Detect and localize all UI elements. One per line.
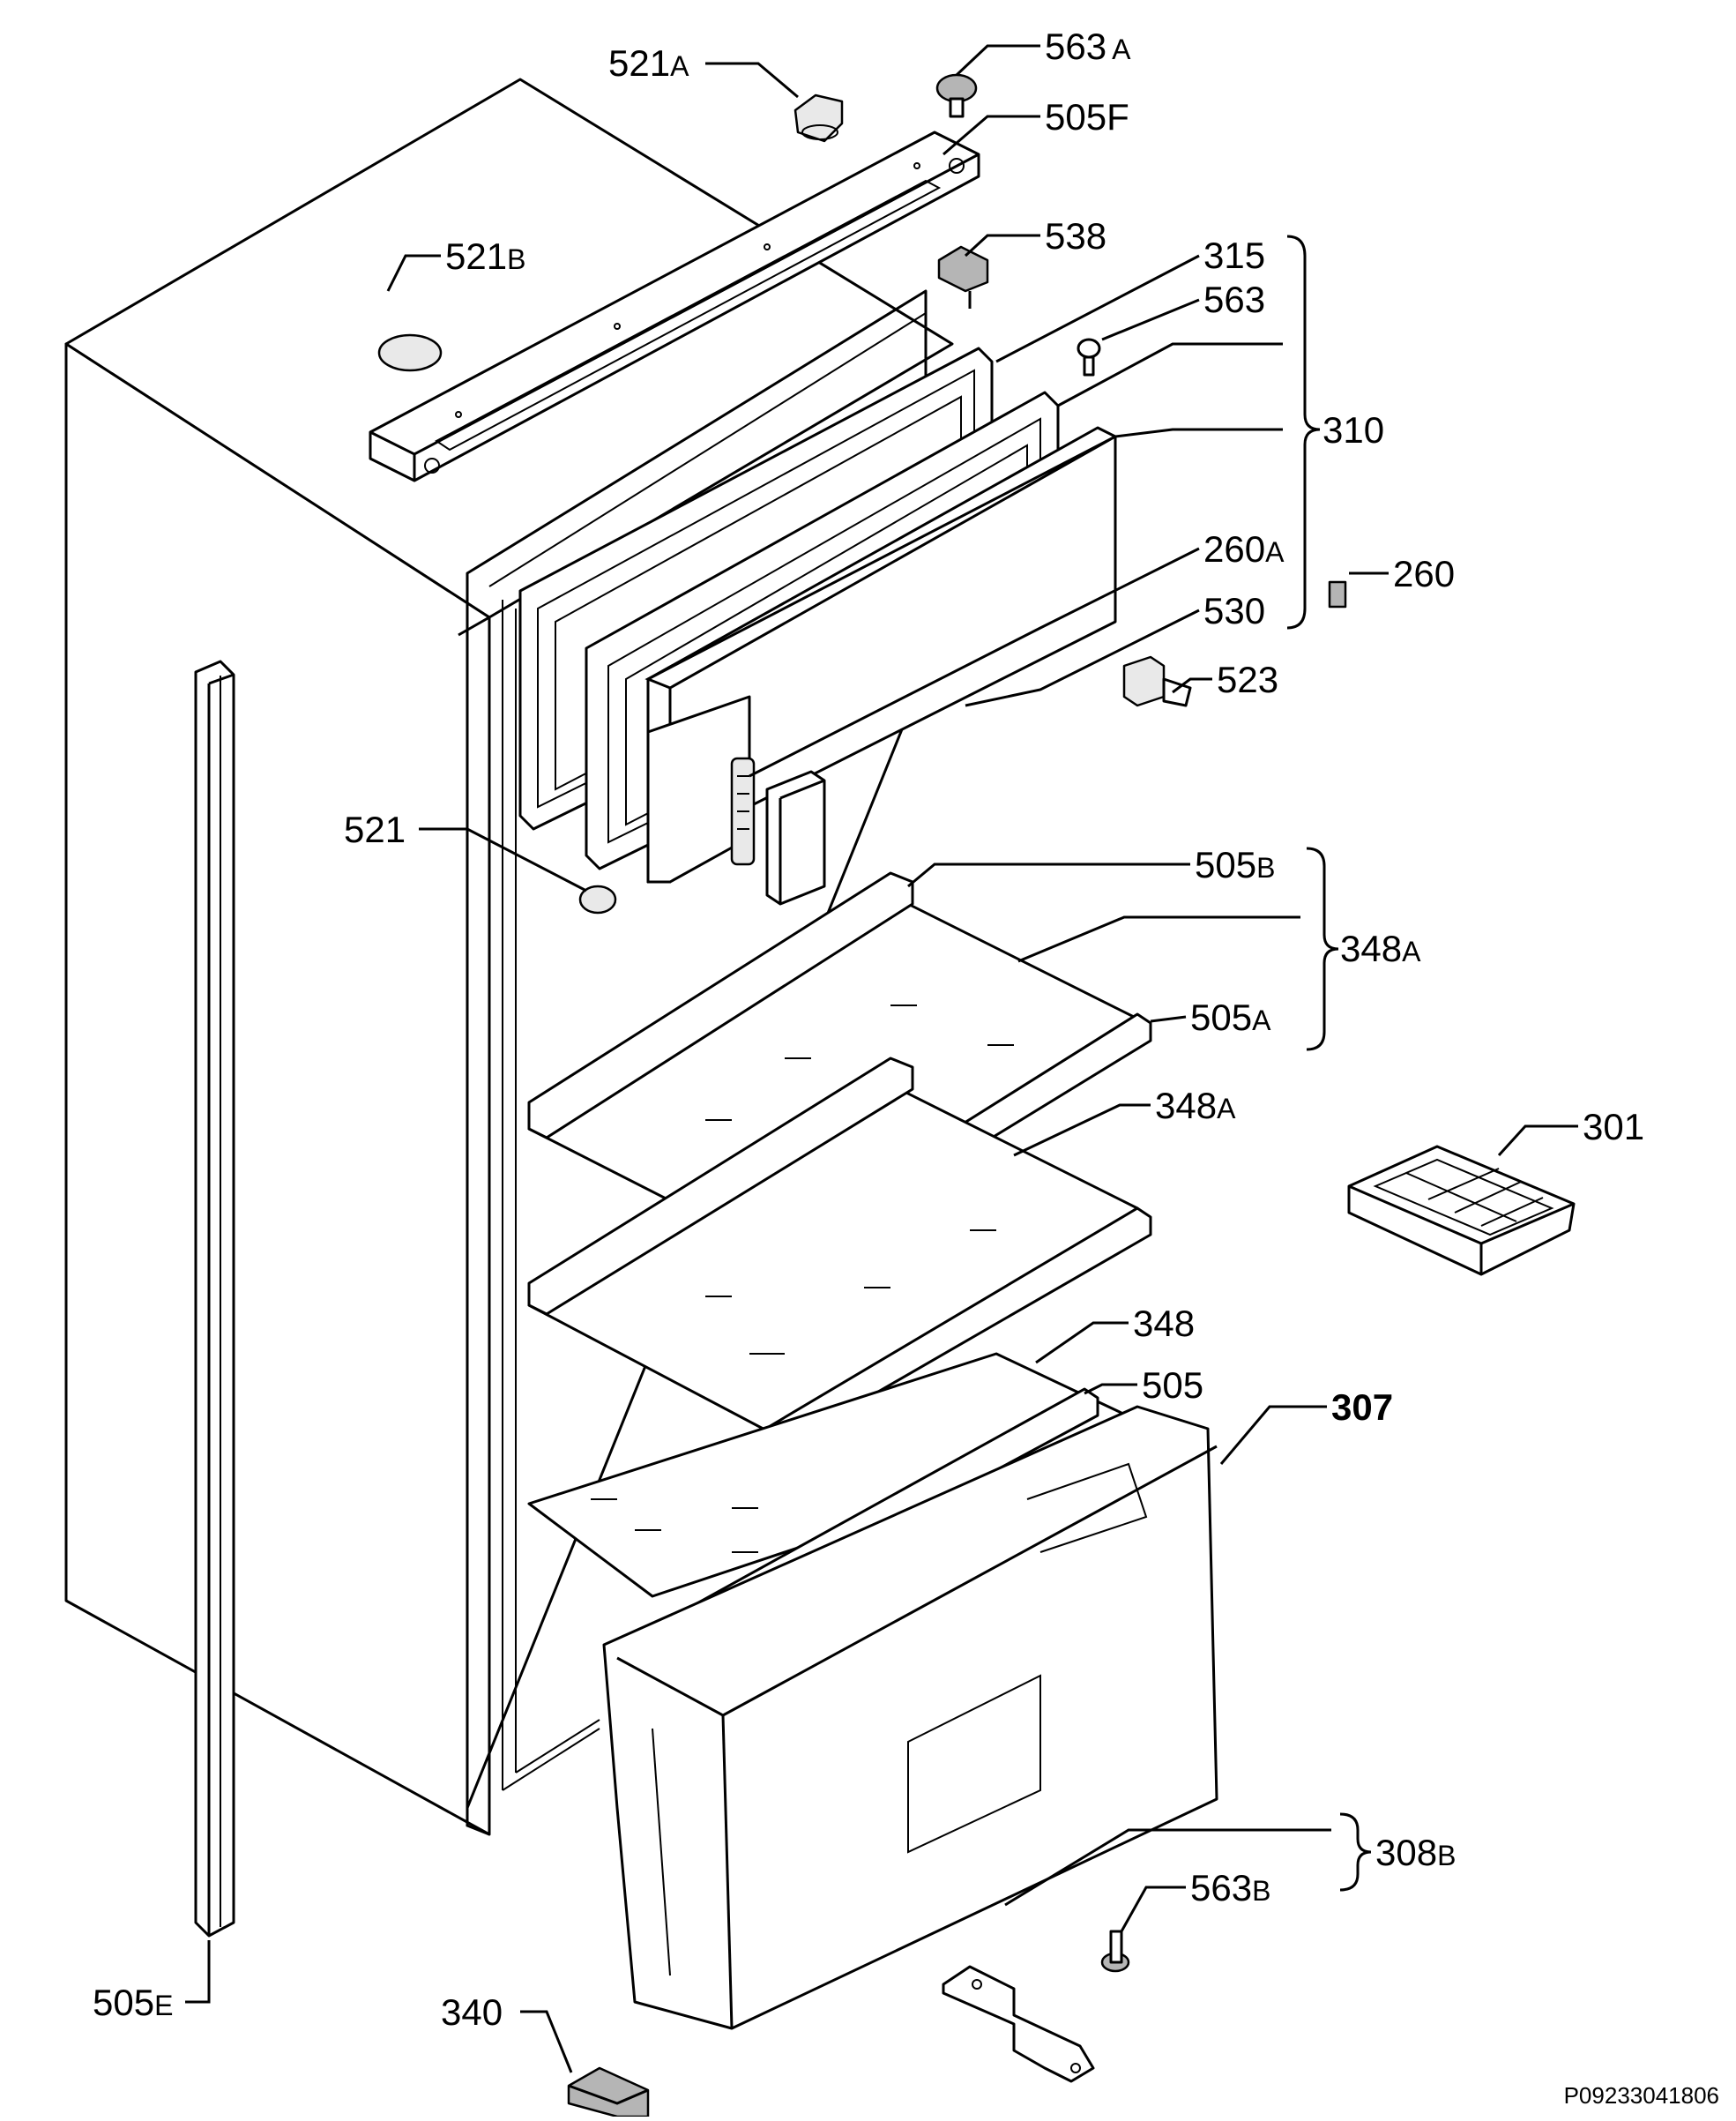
callout-label: 505 bbox=[1142, 1364, 1203, 1406]
callout-label: 301 bbox=[1583, 1106, 1644, 1147]
callout-label: 505E bbox=[93, 1982, 173, 2023]
screw-563a bbox=[935, 73, 978, 118]
callout-label: 348A bbox=[1155, 1085, 1236, 1126]
foot-340 bbox=[567, 2066, 650, 2118]
callout-label: 521A bbox=[608, 42, 689, 84]
cap-521b bbox=[377, 333, 443, 372]
callout-label: 523 bbox=[1217, 659, 1278, 700]
callout-label: 315 bbox=[1203, 235, 1265, 276]
callout-label: 307 bbox=[1331, 1386, 1393, 1428]
callout-label: 538 bbox=[1045, 215, 1106, 257]
callout-label: 563 bbox=[1203, 279, 1265, 320]
crisper-drawer bbox=[602, 1405, 1218, 2030]
document-code: P09233041806 bbox=[1564, 2082, 1719, 2109]
callout-label: 521 bbox=[344, 809, 406, 850]
cap-521a bbox=[793, 93, 844, 143]
callout-label: 348 bbox=[1133, 1303, 1195, 1344]
door-seal-strip bbox=[194, 660, 235, 1938]
glass-shelf-middle bbox=[527, 1057, 1152, 1453]
callout-label: 308B bbox=[1375, 1832, 1456, 1873]
callout-label: 505F bbox=[1045, 96, 1129, 138]
callout-label: 521B bbox=[445, 235, 525, 277]
callout-label: 260A bbox=[1203, 528, 1285, 570]
cap-521 bbox=[578, 885, 617, 915]
group-brace-308b bbox=[1339, 1812, 1372, 1892]
callout-label: 530 bbox=[1203, 590, 1265, 631]
group-brace-310 bbox=[1286, 235, 1321, 630]
callout-label: 563B bbox=[1190, 1867, 1270, 1908]
clip-260 bbox=[1328, 580, 1347, 609]
callout-label: 310 bbox=[1322, 409, 1384, 451]
screw-563b bbox=[1100, 1930, 1130, 1973]
callout-label: 348A bbox=[1340, 928, 1421, 969]
freezer-door-assembly bbox=[518, 347, 1117, 906]
top-cover-strip bbox=[369, 131, 980, 482]
hinge-523 bbox=[1122, 655, 1192, 707]
callout-label: 505A bbox=[1190, 997, 1271, 1038]
bracket-538 bbox=[937, 245, 989, 309]
cabinet-body bbox=[64, 78, 954, 1836]
ice-tray-301 bbox=[1347, 1145, 1576, 1276]
hinge-plate-308b bbox=[942, 1965, 1095, 2083]
callout-label: 260 bbox=[1393, 553, 1455, 594]
callout-label: 505B bbox=[1195, 844, 1275, 885]
callout-label: 340 bbox=[441, 1991, 503, 2033]
screw-563 bbox=[1077, 338, 1101, 377]
leader-lines bbox=[185, 44, 1578, 2073]
group-brace-348a bbox=[1306, 847, 1339, 1051]
